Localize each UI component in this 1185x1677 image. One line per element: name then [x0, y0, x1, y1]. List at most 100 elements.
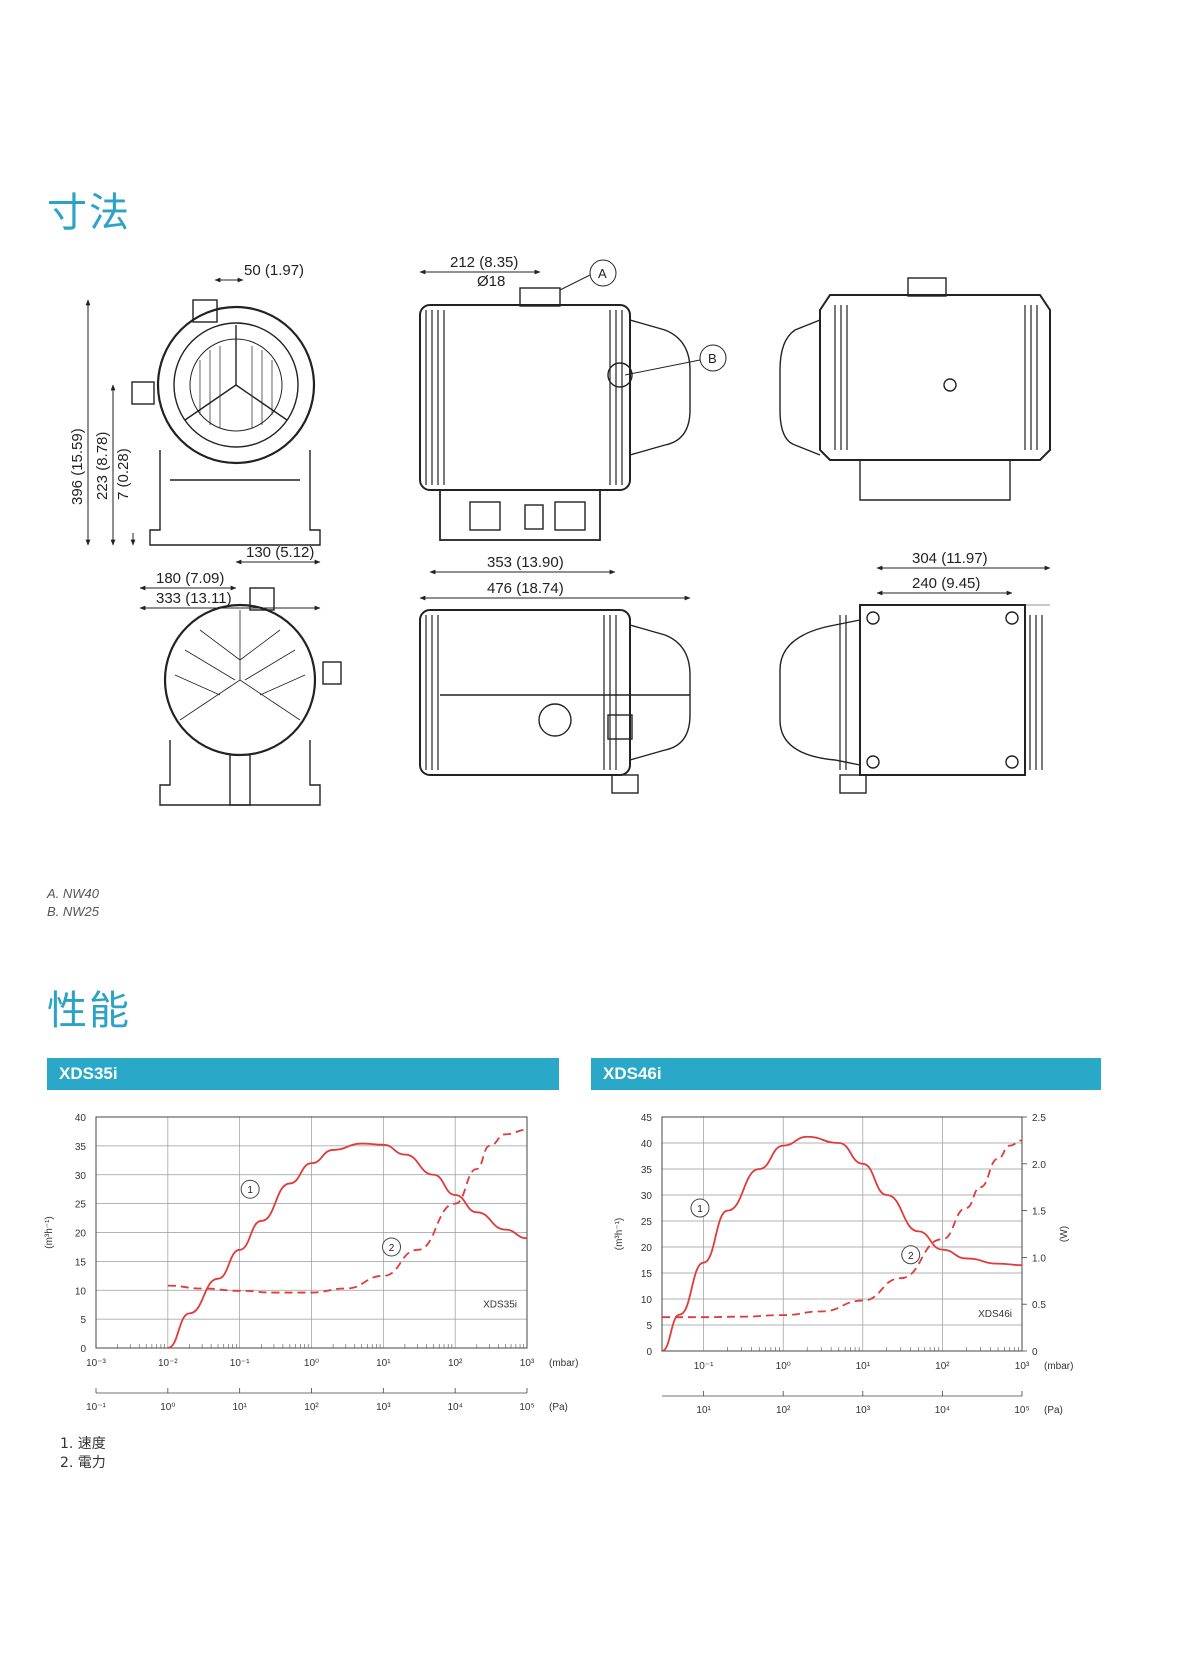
x-tick-label-mbar: 10³ [520, 1358, 535, 1369]
x-tick-label-mbar: 10¹ [856, 1361, 871, 1372]
dim-180: 180 (7.09) [156, 570, 224, 587]
y-tick-label: 35 [75, 1142, 87, 1153]
y2-tick-label: 2.5 [1032, 1113, 1046, 1124]
series-line-2 [167, 1128, 528, 1294]
y2-tick-label: 1.0 [1032, 1253, 1046, 1264]
footnote-power: 2. 電力 [60, 1455, 106, 1471]
y-tick-label: 20 [641, 1243, 653, 1254]
y2-axis-label: (W) [1059, 1226, 1070, 1242]
callout-a: A [598, 266, 607, 281]
y2-tick-label: 1.5 [1032, 1207, 1046, 1218]
flange-note-a: A. NW40 [47, 886, 100, 901]
y-tick-label: 0 [646, 1347, 652, 1358]
chart-header-xds35i: XDS35i [47, 1058, 559, 1090]
y-tick-label: 5 [80, 1315, 86, 1326]
x-tick-label-pa: 10² [776, 1405, 791, 1415]
x-tick-label-mbar: 10⁻² [158, 1358, 178, 1369]
x-tick-label-pa: 10¹ [232, 1402, 247, 1413]
x-tick-label-mbar: 10¹ [376, 1358, 391, 1369]
y-axis-label: (m³h⁻¹) [614, 1218, 625, 1251]
x-tick-label-mbar: 10⁻¹ [230, 1358, 250, 1369]
y-tick-label: 35 [641, 1165, 653, 1176]
x-tick-label-pa: 10¹ [696, 1405, 711, 1415]
y-tick-label: 25 [75, 1200, 87, 1211]
section-title-performance: 性能 [47, 988, 131, 1034]
x-tick-label-mbar: 10⁰ [776, 1361, 791, 1372]
dim-130: 130 (5.12) [246, 544, 314, 561]
chart-inner-label: XDS46i [978, 1309, 1012, 1320]
y-tick-label: 10 [75, 1286, 87, 1297]
dim-223: 223 (8.78) [94, 432, 111, 500]
base-view-drawing [779, 604, 1043, 794]
series-line-2 [662, 1139, 1023, 1319]
y-axis-label: (m³h⁻¹) [44, 1216, 55, 1249]
x-tick-label-pa: 10⁵ [1014, 1405, 1029, 1415]
x-tick-label-mbar: 10² [935, 1361, 950, 1372]
y-tick-label: 0 [80, 1344, 86, 1355]
x-unit-pa: (Pa) [549, 1402, 568, 1413]
dim-7: 7 (0.28) [115, 448, 132, 500]
dim-476: 476 (18.74) [487, 580, 564, 597]
front-view-drawing [131, 299, 321, 546]
x-tick-label-mbar: 10² [448, 1358, 463, 1369]
y2-tick-label: 0.5 [1032, 1300, 1046, 1311]
dim-333: 333 (13.11) [156, 590, 232, 607]
y2-tick-label: 0 [1032, 1347, 1038, 1358]
top-view-drawing [779, 277, 1051, 501]
series-marker-label: 2 [389, 1243, 395, 1254]
bottom-view-drawing [419, 609, 691, 794]
x-tick-label-pa: 10² [304, 1402, 319, 1413]
y-tick-label: 25 [641, 1217, 653, 1228]
x-tick-label-pa: 10⁰ [160, 1402, 175, 1413]
x-tick-label-mbar: 10⁻³ [86, 1358, 106, 1369]
x-unit-pa: (Pa) [1044, 1405, 1063, 1415]
x-tick-label-pa: 10⁴ [935, 1405, 950, 1415]
dim-212: 212 (8.35) [450, 254, 518, 271]
series-marker-label: 1 [697, 1204, 703, 1215]
chart1-grid [95, 1116, 528, 1394]
dimension-drawings: 50 (1.97) 396 (15.59) 223 (8.78) 7 (0.28… [69, 254, 1051, 806]
x-tick-label-pa: 10³ [856, 1405, 871, 1415]
series-marker-label: 1 [247, 1185, 253, 1196]
series-marker-label: 2 [908, 1251, 914, 1262]
x-tick-label-pa: 10³ [376, 1402, 391, 1413]
x-tick-label-mbar: 10³ [1015, 1361, 1030, 1372]
y-tick-label: 20 [75, 1229, 87, 1240]
x-tick-label-mbar: 10⁰ [304, 1358, 319, 1369]
chart-header-xds46i: XDS46i [591, 1058, 1101, 1090]
x-unit-mbar: (mbar) [1044, 1361, 1073, 1372]
x-tick-label-pa: 10⁴ [447, 1402, 462, 1413]
series-line-1 [661, 1135, 1023, 1352]
side-view-drawing [419, 287, 691, 541]
series-marker-circle [901, 1245, 921, 1265]
series-marker-circle [690, 1198, 710, 1218]
plot-frame [661, 1116, 1023, 1352]
chart1-curves [167, 1128, 528, 1349]
dim-phi18: Ø18 [477, 273, 505, 290]
dim-304: 304 (11.97) [912, 550, 988, 567]
footnotes: 1. 速度 2. 電力 [60, 1435, 106, 1473]
footnote-speed: 1. 速度 [60, 1436, 106, 1452]
x-unit-mbar: (mbar) [549, 1358, 578, 1369]
y2-tick-label: 2.0 [1032, 1160, 1046, 1171]
flange-note-b: B. NW25 [47, 904, 100, 919]
chart2-grid [661, 1116, 1027, 1397]
rear-view-drawing [159, 587, 342, 806]
chart2-curves [661, 1135, 1023, 1352]
y-tick-label: 45 [641, 1113, 653, 1124]
dim-353: 353 (13.90) [487, 554, 564, 571]
x-tick-label-pa: 10⁵ [519, 1402, 534, 1413]
y-tick-label: 10 [641, 1295, 653, 1306]
plot-frame [95, 1116, 528, 1349]
x-tick-label-pa: 10⁻¹ [86, 1402, 106, 1413]
series-marker-circle [240, 1179, 260, 1199]
y-tick-label: 40 [641, 1139, 653, 1150]
series-marker-circle [382, 1237, 402, 1257]
dim-50: 50 (1.97) [244, 262, 304, 279]
callout-b: B [708, 351, 717, 366]
y-tick-label: 40 [75, 1113, 87, 1124]
